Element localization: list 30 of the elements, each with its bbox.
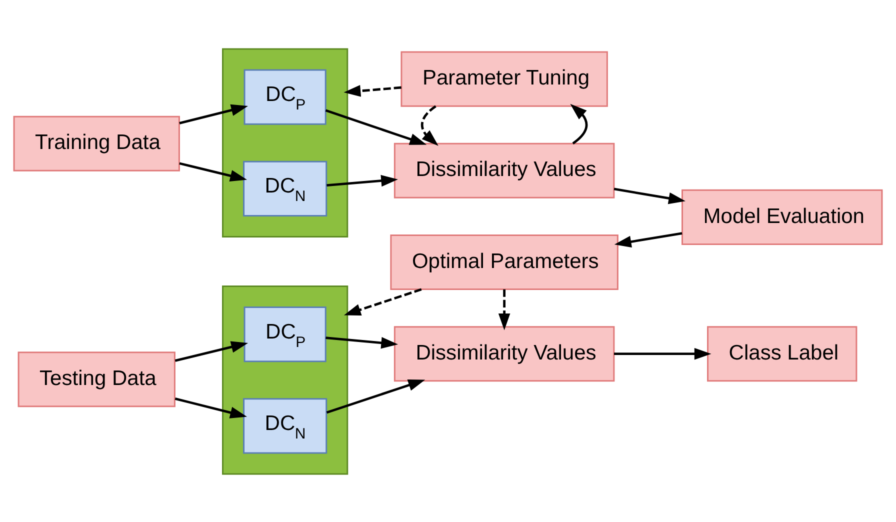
node-box: Parameter Tuning bbox=[400, 50, 608, 106]
arrow bbox=[179, 162, 248, 182]
node-box: DC$_{P}$ bbox=[244, 306, 326, 362]
node-box: Optimal Parameters bbox=[390, 234, 618, 290]
cluster bbox=[222, 285, 348, 474]
node-box: DC$_{N}$ bbox=[243, 160, 328, 216]
arrow bbox=[614, 347, 712, 360]
arrow bbox=[326, 336, 398, 348]
node-box: Training Data bbox=[13, 115, 180, 171]
arrow bbox=[420, 104, 438, 146]
arrow bbox=[614, 187, 686, 204]
arrow bbox=[570, 103, 588, 144]
arrow bbox=[344, 288, 422, 315]
cluster bbox=[222, 48, 348, 237]
arrow bbox=[498, 288, 510, 330]
node-box: DC$_{N}$ bbox=[243, 398, 328, 454]
node-box: DC$_{P}$ bbox=[244, 68, 326, 124]
node-box: Model Evaluation bbox=[682, 188, 883, 244]
node-box: Class Label bbox=[707, 326, 858, 382]
arrow bbox=[614, 232, 682, 248]
arrow bbox=[344, 84, 402, 96]
arrow bbox=[326, 378, 426, 414]
arrow bbox=[326, 174, 398, 186]
node-box: Dissimilarity Values bbox=[394, 326, 615, 382]
node-box: Testing Data bbox=[18, 351, 176, 407]
arrow bbox=[174, 397, 248, 418]
node-box: Dissimilarity Values bbox=[394, 142, 615, 198]
arrow bbox=[179, 104, 248, 124]
arrow bbox=[325, 108, 427, 144]
arrow bbox=[174, 340, 248, 362]
